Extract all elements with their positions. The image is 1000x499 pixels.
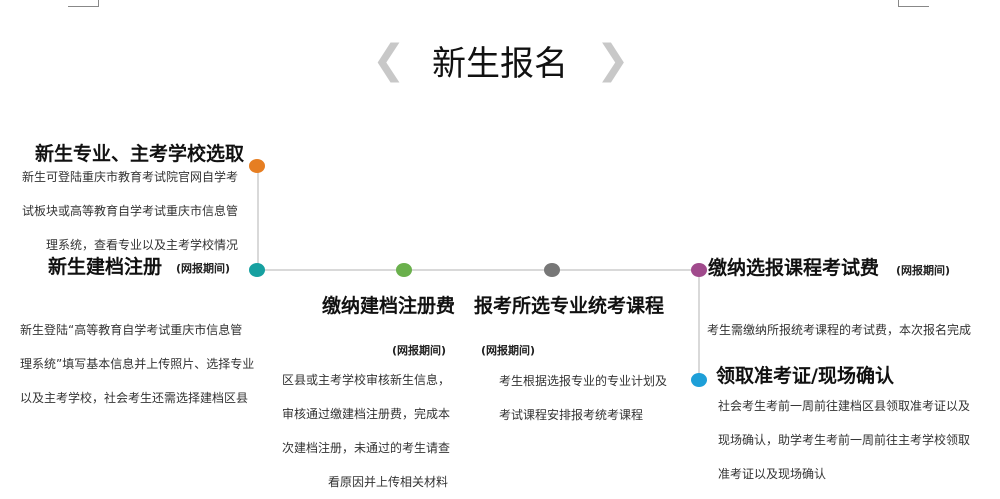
step-dot-green (396, 263, 412, 277)
step2-line: 新生登陆“高等教育自学考试重庆市信息管 (20, 323, 243, 337)
step5-tag: (网报期间) (896, 264, 951, 277)
step5-body: 考生需缴纳所报统考课程的考试费，本次报名完成 (707, 313, 997, 347)
step2-heading: 新生建档注册 (48, 256, 163, 278)
step-dot-blue (691, 373, 707, 387)
step2-body: 新生登陆“高等教育自学考试重庆市信息管 理系统”填写基本信息并上传照片、选择专业… (20, 313, 260, 415)
step1-line: 试板块或高等教育自学考试重庆市信息管 (22, 204, 239, 218)
step2-tag: (网报期间) (176, 262, 231, 275)
step2-line: 理系统”填写基本信息并上传照片、选择专业 (20, 357, 255, 371)
step4-body: 考生根据选报专业的专业计划及 考试课程安排报考统考课程 (499, 364, 689, 432)
step3-line: 次建档注册，未通过的考生请查 (282, 441, 451, 455)
step4-heading: 报考所选专业统考课程 (474, 295, 665, 317)
step-dot-gray (544, 263, 560, 277)
step6-line: 社会考生考前一周前往建档区县领取准考证以及 (718, 399, 971, 413)
step-dot-orange (249, 159, 265, 173)
step6-heading: 领取准考证/现场确认 (716, 365, 894, 387)
page-title: 新生报名 (432, 44, 568, 84)
step1-body: 新生可登陆重庆市教育考试院官网自学考 试板块或高等教育自学考试重庆市信息管 理系… (22, 160, 252, 262)
step6-body: 社会考生考前一周前往建档区县领取准考证以及 现场确认，助学考生考前一周前往主考学… (718, 389, 998, 491)
step4-line: 考生根据选报专业的专业计划及 (499, 374, 668, 388)
step3-line: 区县或主考学校审核新生信息， (282, 373, 451, 387)
step4-tag: (网报期间) (481, 344, 536, 357)
step4-line: 考试课程安排报考统考课程 (499, 408, 644, 422)
step-dot-purple (691, 263, 707, 277)
step3-heading: 缴纳建档注册费 (322, 295, 456, 317)
step3-tag: (网报期间) (392, 344, 447, 357)
timeline-vertical-line-right (698, 270, 700, 380)
step5-line: 考生需缴纳所报统考课程的考试费，本次报名完成 (707, 323, 972, 337)
step3-body: 区县或主考学校审核新生信息， 审核通过缴建档注册费，完成本 次建档注册，未通过的… (282, 363, 472, 499)
step1-line: 新生可登陆重庆市教育考试院官网自学考 (22, 170, 239, 184)
corner-mark-left (68, 0, 99, 7)
step1-line: 理系统，查看专业以及主考学校情况 (46, 238, 239, 252)
timeline-horizontal-line (257, 269, 699, 271)
step1-heading: 新生专业、主考学校选取 (35, 143, 245, 165)
step6-line: 现场确认，助学考生考前一周前往主考学校领取 (718, 433, 971, 447)
step5-heading: 缴纳选报课程考试费 (708, 257, 880, 279)
step2-line: 以及主考学校，社会考生还需选择建档区县 (20, 391, 249, 405)
step3-line: 看原因并上传相关材料 (328, 475, 449, 489)
timeline-vertical-line-left (257, 166, 259, 270)
step6-line: 准考证以及现场确认 (718, 467, 827, 481)
prev-arrow-icon[interactable]: ❮ (372, 37, 406, 83)
corner-mark-right (898, 0, 929, 7)
next-arrow-icon[interactable]: ❯ (596, 37, 630, 83)
step3-line: 审核通过缴建档注册费，完成本 (282, 407, 451, 421)
step-dot-teal (249, 263, 265, 277)
